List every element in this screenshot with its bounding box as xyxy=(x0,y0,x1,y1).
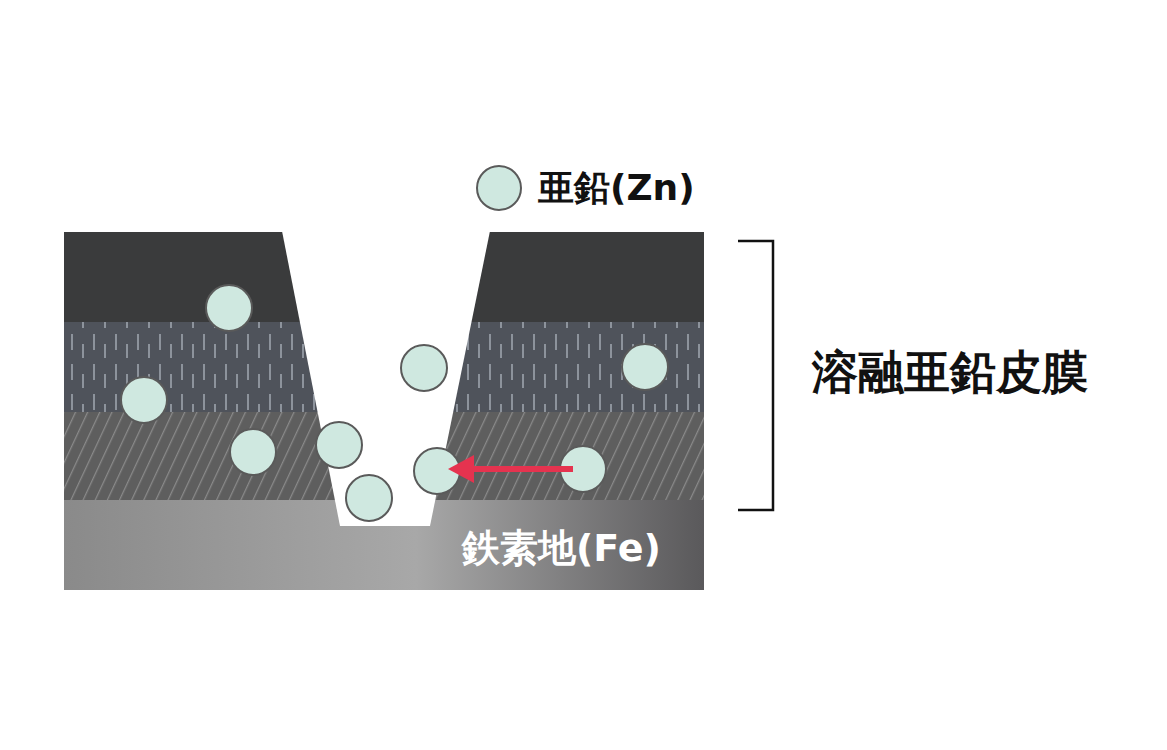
zinc-particles xyxy=(121,285,668,521)
legend-text: 亜鉛(Zn) xyxy=(538,170,695,206)
bracket xyxy=(738,241,773,510)
legend-swatch xyxy=(476,165,522,211)
scratch-notch xyxy=(282,231,490,526)
base-label: 鉄素地(Fe) xyxy=(462,529,661,567)
coating-label: 溶融亜鉛皮膜 xyxy=(812,349,1088,395)
migration-arrow xyxy=(448,455,573,483)
